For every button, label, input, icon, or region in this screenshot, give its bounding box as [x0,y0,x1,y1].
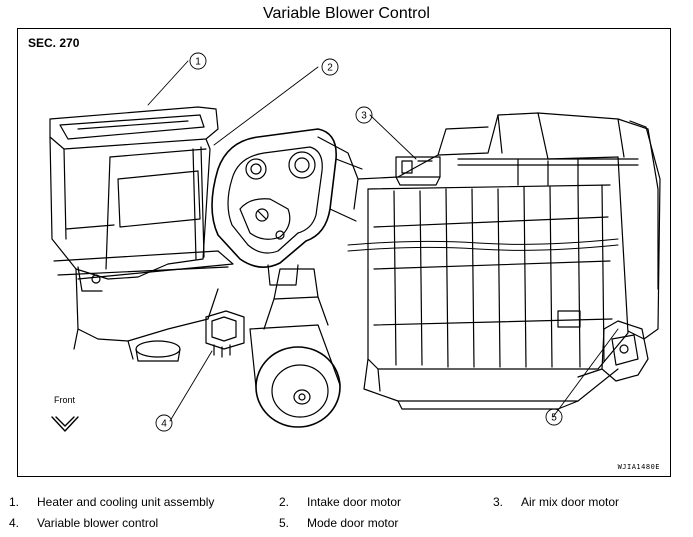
legend-text: Variable blower control [37,516,159,530]
legend-number: 3. [493,495,504,509]
svg-text:2: 2 [327,63,333,74]
legend-text: Mode door motor [307,516,399,530]
intake-door-motor [211,128,363,286]
blower-motor-wheel [249,268,341,428]
svg-text:4: 4 [161,419,167,430]
diagram-frame: SEC. 270 [17,28,671,477]
callout-2: 2 [321,58,339,76]
legend-number: 5. [279,516,290,530]
svg-text:5: 5 [551,413,557,424]
callout-leaders [147,60,619,422]
legend-text: Heater and cooling unit assembly [37,495,215,509]
heater-unit-illustration: 1 2 3 4 5 [49,52,661,432]
page-title: Variable Blower Control [263,5,430,22]
part-code: WJIA1480E [617,463,660,471]
front-arrow-icon [51,416,79,432]
callout-1: 1 [189,52,207,70]
svg-text:1: 1 [195,57,201,68]
air-mix-door-motor [395,156,441,186]
callout-4: 4 [155,414,173,432]
section-label: SEC. 270 [28,36,80,50]
legend-text: Intake door motor [307,495,402,509]
mode-door-motor [577,320,649,382]
blower-housing [49,106,234,362]
legend-text: Air mix door motor [521,495,620,509]
legend-number: 1. [9,495,20,509]
legend-number: 2. [279,495,290,509]
callout-5: 5 [545,408,563,426]
legend-number: 4. [9,516,20,530]
front-label: Front [54,395,76,405]
legend: 1. Heater and cooling unit assembly 2. I… [0,490,693,535]
variable-blower-control [205,310,245,358]
svg-text:3: 3 [361,111,367,122]
evaporator-case [347,112,661,410]
callout-3: 3 [355,106,373,124]
